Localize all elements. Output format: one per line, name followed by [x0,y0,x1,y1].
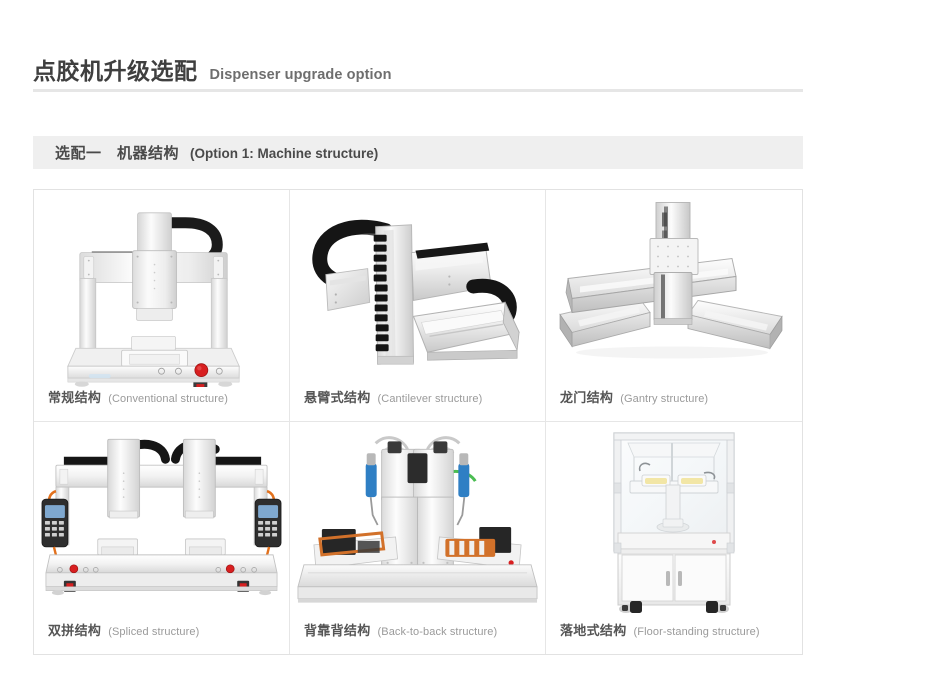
title-row: 点胶机升级选配 Dispenser upgrade option [33,52,803,86]
section-header-bar: 选配一 机器结构 (Option 1: Machine structure) [33,136,803,169]
caption-cn: 悬臂式结构 [304,390,371,405]
section-label-cn: 选配一 机器结构 [55,145,180,162]
figure-floor-standing [546,422,802,620]
teach-pendant-right [254,489,282,564]
teach-pendant-left [41,489,69,564]
figure-back-to-back [290,422,545,620]
figure-cantilever [290,190,545,387]
enclosed-floor-cabinet-icon [613,432,735,613]
caption-cn: 常规结构 [48,390,102,405]
dual-head-wide-machine-icon [41,438,282,596]
cantilever-linear-actuator-icon [312,219,520,365]
caption-cn: 落地式结构 [560,623,627,638]
page-title-cn: 点胶机升级选配 [33,58,198,84]
page-title-en: Dispenser upgrade option [209,67,392,83]
card-spliced[interactable]: 双拼结构 (Spliced structure) [34,422,290,654]
caption-en: (Conventional structure) [108,393,228,405]
caption-en: (Floor-standing structure) [633,626,760,638]
desktop-gantry-dispenser-icon [67,212,240,387]
caption-en: (Cantilever structure) [377,393,483,405]
caption-en: (Gantry structure) [620,393,709,405]
section-header-inner: 选配一 机器结构 (Option 1: Machine structure) [33,142,378,163]
gantry-dual-rail-icon [559,202,783,359]
caption-en: (Back-to-back structure) [377,626,498,638]
card-back-to-back[interactable]: 背靠背结构 (Back-to-back structure) [290,422,546,654]
card-floor-standing[interactable]: 落地式结构 (Floor-standing structure) [546,422,802,654]
machine-structure-grid: 常规结构 (Conventional structure) [33,189,803,655]
caption-conventional: 常规结构 (Conventional structure) [34,387,289,421]
caption-cn: 背靠背结构 [304,623,371,638]
caption-cn: 龙门结构 [560,390,614,405]
caption-floor-standing: 落地式结构 (Floor-standing structure) [546,620,802,654]
section-label-en: (Option 1: Machine structure) [190,146,379,161]
caption-en: (Spliced structure) [108,626,200,638]
caption-spliced: 双拼结构 (Spliced structure) [34,620,289,654]
card-conventional[interactable]: 常规结构 (Conventional structure) [34,190,290,422]
caption-back-to-back: 背靠背结构 (Back-to-back structure) [290,620,545,654]
mirrored-dual-column-machine-icon [297,436,538,603]
figure-conventional [34,190,289,387]
figure-spliced [34,422,289,620]
figure-gantry [546,190,802,387]
caption-gantry: 龙门结构 (Gantry structure) [546,387,802,421]
title-divider [33,89,803,92]
card-gantry[interactable]: 龙门结构 (Gantry structure) [546,190,802,422]
page-header: 点胶机升级选配 Dispenser upgrade option [33,52,803,92]
card-cantilever[interactable]: 悬臂式结构 (Cantilever structure) [290,190,546,422]
caption-cantilever: 悬臂式结构 (Cantilever structure) [290,387,545,421]
caption-cn: 双拼结构 [48,623,102,638]
